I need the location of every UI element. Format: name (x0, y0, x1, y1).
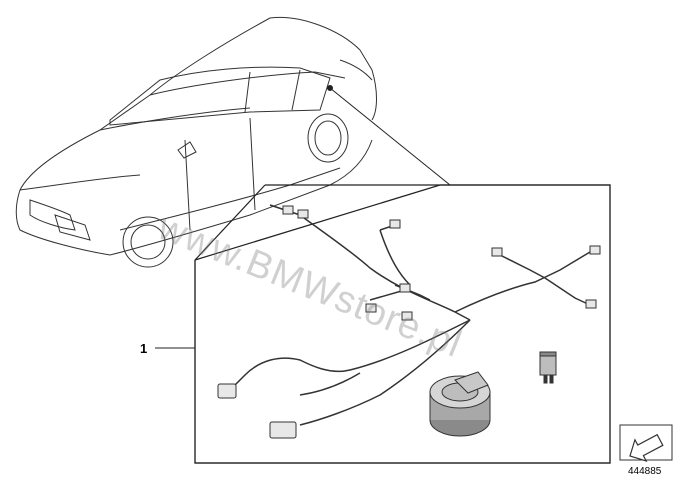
detail-frame (194, 184, 611, 464)
location-leader (327, 85, 451, 186)
diagram-number: 444885 (628, 466, 662, 477)
view-direction-arrow-icon (619, 424, 673, 462)
callout-label-1: 1 (140, 341, 148, 356)
car-outline-icon (15, 16, 377, 268)
harness-connectors (217, 205, 601, 439)
relay-icon (539, 351, 557, 384)
round-sensor-icon (429, 371, 491, 437)
wiring-harness-icon (234, 204, 591, 426)
